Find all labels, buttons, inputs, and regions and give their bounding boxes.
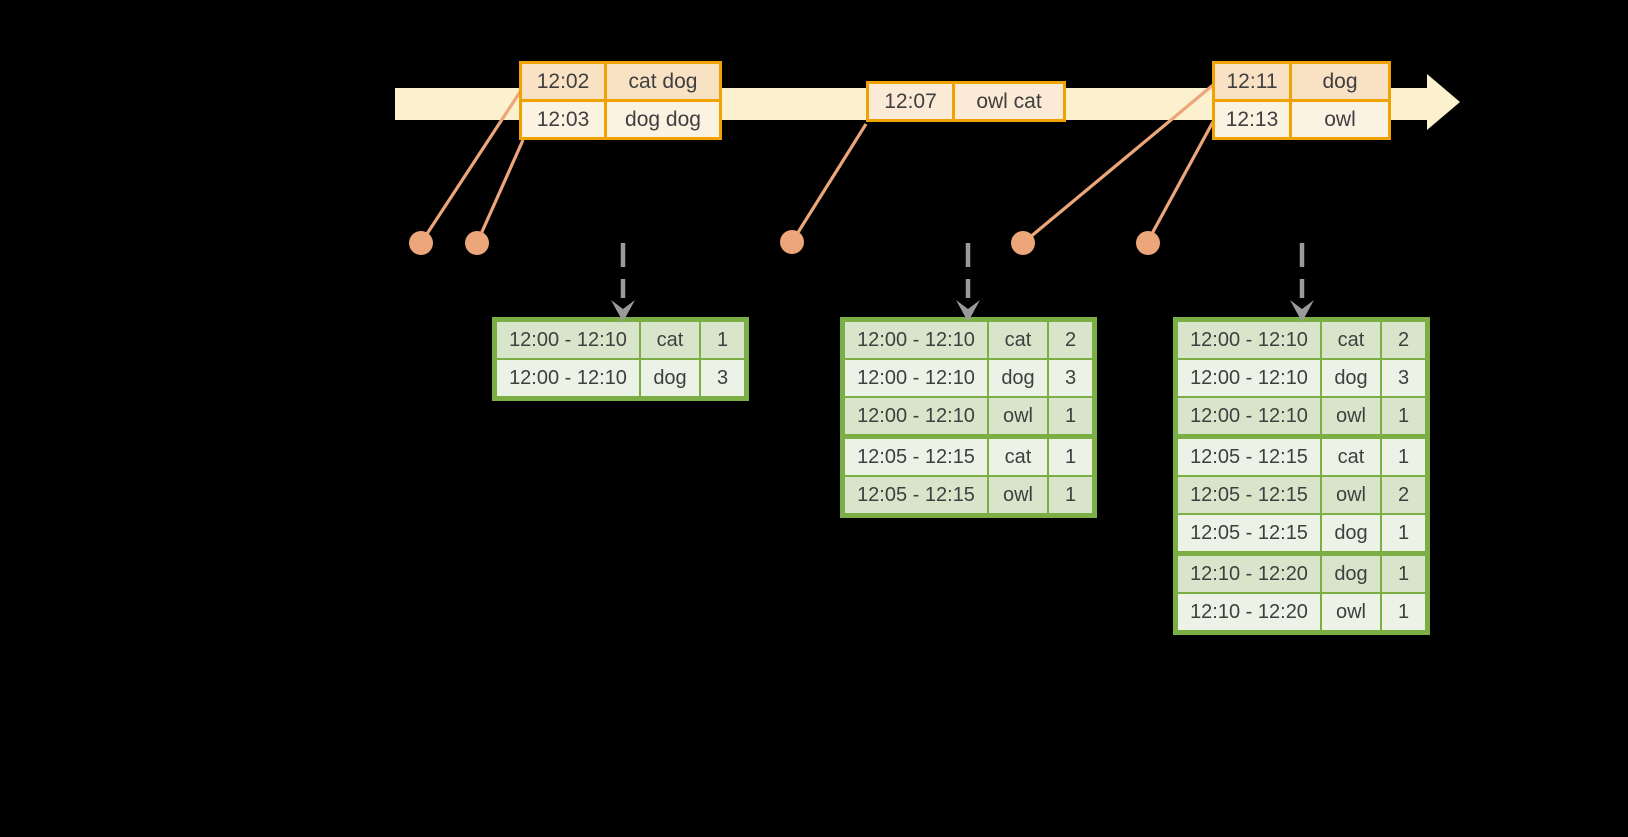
result-word-cell: cat — [641, 322, 699, 358]
event-connector-line — [1146, 119, 1216, 242]
result-window-cell: 12:00 - 12:10 — [845, 360, 987, 396]
result-count-cell: 1 — [1382, 439, 1425, 475]
result-word-cell: dog — [1322, 556, 1380, 592]
result-window-cell: 12:00 - 12:10 — [845, 398, 987, 434]
result-window-cell: 12:10 - 12:20 — [1178, 594, 1320, 630]
result-window-cell: 12:05 - 12:15 — [1178, 477, 1320, 513]
event-time-cell: 12:11 — [1215, 64, 1289, 99]
event-words-cell: owl cat — [955, 84, 1063, 119]
result-count-cell: 1 — [701, 322, 744, 358]
event-words-cell: dog dog — [607, 102, 719, 137]
result-window-cell: 12:00 - 12:10 — [497, 322, 639, 358]
event-connector-line — [1021, 83, 1215, 245]
result-count-cell: 3 — [1382, 360, 1425, 396]
result-window-cell: 12:05 - 12:15 — [1178, 439, 1320, 475]
timeline-arrow-icon — [1427, 74, 1460, 130]
result-count-cell: 2 — [1382, 322, 1425, 358]
event-dot-icon — [780, 230, 804, 254]
result-window-cell: 12:05 - 12:15 — [845, 439, 987, 475]
result-count-cell: 1 — [1049, 477, 1092, 513]
result-count-cell: 1 — [1382, 398, 1425, 434]
event-dot-icon — [1136, 231, 1160, 255]
result-word-cell: owl — [1322, 594, 1380, 630]
result-word-cell: cat — [1322, 322, 1380, 358]
event-dot-icon — [1011, 231, 1035, 255]
result-window-cell: 12:05 - 12:15 — [1178, 515, 1320, 551]
event-words-cell: cat dog — [607, 64, 719, 99]
result-window-cell: 12:00 - 12:10 — [1178, 322, 1320, 358]
event-words-cell: dog — [1292, 64, 1388, 99]
event-time-cell: 12:02 — [522, 64, 604, 99]
result-count-cell: 1 — [1049, 398, 1092, 434]
result-word-cell: cat — [989, 439, 1047, 475]
result-window-cell: 12:00 - 12:10 — [1178, 398, 1320, 434]
result-word-cell: dog — [1322, 515, 1380, 551]
result-count-cell: 2 — [1382, 477, 1425, 513]
event-time-cell: 12:07 — [869, 84, 952, 119]
result-word-cell: owl — [1322, 398, 1380, 434]
event-dot-icon — [465, 231, 489, 255]
event-time-cell: 12:13 — [1215, 102, 1289, 137]
event-connector-line — [419, 91, 522, 244]
result-word-cell: dog — [641, 360, 699, 396]
result-word-cell: cat — [1322, 439, 1380, 475]
result-count-cell: 1 — [1382, 515, 1425, 551]
result-word-cell: owl — [1322, 477, 1380, 513]
result-count-cell: 1 — [1382, 594, 1425, 630]
result-count-cell: 2 — [1049, 322, 1092, 358]
result-word-cell: dog — [1322, 360, 1380, 396]
event-time-cell: 12:03 — [522, 102, 604, 137]
result-window-cell: 12:00 - 12:10 — [497, 360, 639, 396]
result-word-cell: owl — [989, 477, 1047, 513]
result-count-cell: 1 — [1382, 556, 1425, 592]
result-count-cell: 3 — [1049, 360, 1092, 396]
result-window-cell: 12:05 - 12:15 — [845, 477, 987, 513]
result-window-cell: 12:00 - 12:10 — [1178, 360, 1320, 396]
event-words-cell: owl — [1292, 102, 1388, 137]
result-window-cell: 12:10 - 12:20 — [1178, 556, 1320, 592]
result-count-cell: 1 — [1049, 439, 1092, 475]
event-connector-line — [475, 139, 525, 244]
result-count-cell: 3 — [701, 360, 744, 396]
result-word-cell: owl — [989, 398, 1047, 434]
result-word-cell: dog — [989, 360, 1047, 396]
event-dot-icon — [409, 231, 433, 255]
event-connector-line — [790, 123, 868, 243]
result-word-cell: cat — [989, 322, 1047, 358]
result-window-cell: 12:00 - 12:10 — [845, 322, 987, 358]
